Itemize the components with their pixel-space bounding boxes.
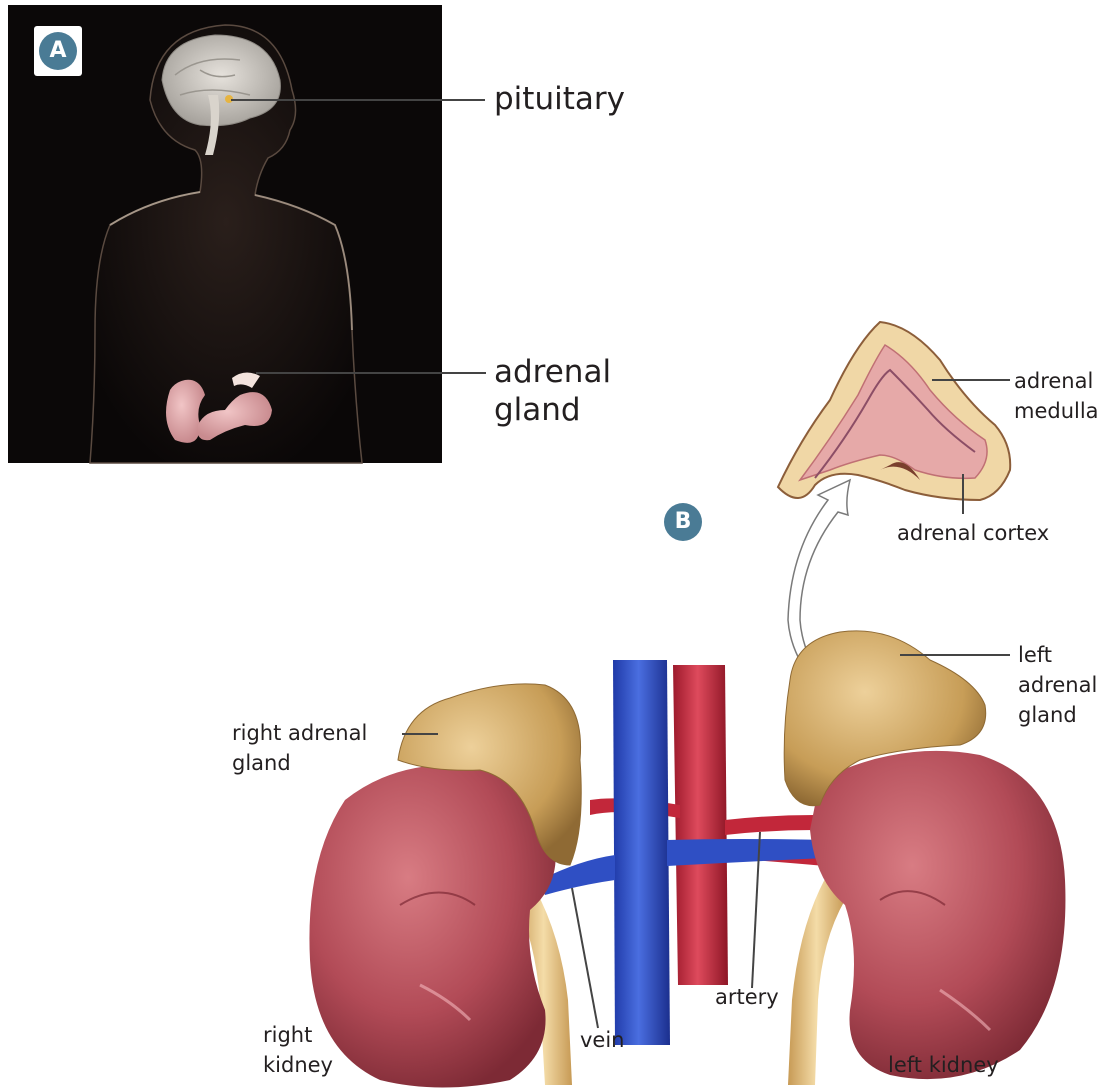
label-adrenal-medulla: adrenal medulla: [1014, 366, 1099, 426]
label-left-adrenal-gland: left adrenal gland: [1018, 640, 1119, 730]
label-pituitary: pituitary: [494, 80, 625, 118]
label-right-adrenal-gland: right adrenal gland: [232, 718, 367, 778]
label-right-kidney: right kidney: [263, 1020, 333, 1080]
badge-b: B: [664, 503, 702, 541]
label-adrenal-cortex: adrenal cortex: [897, 518, 1049, 548]
label-vein: vein: [580, 1025, 625, 1055]
badge-a-frame: A: [34, 26, 82, 76]
label-adrenal-gland: adrenal gland: [494, 353, 611, 429]
badge-a: A: [39, 32, 77, 70]
label-left-kidney: left kidney: [888, 1050, 999, 1080]
label-artery: artery: [715, 982, 779, 1012]
